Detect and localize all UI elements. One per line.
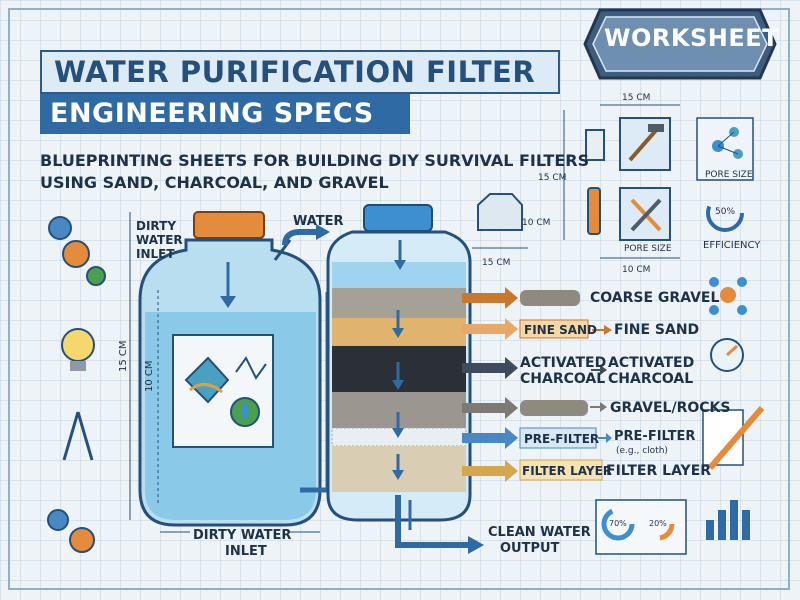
- cap-dim-bottom: 15 CM: [482, 258, 511, 268]
- dirty-water-jug: [129, 211, 331, 527]
- title-line-1: WATER PURIFICATION FILTER: [40, 50, 560, 94]
- layer-prefilter-left: PRE-FILTER: [524, 432, 600, 446]
- spec-side-dim: 15 CM: [538, 173, 567, 183]
- worksheet-badge-shape: [583, 8, 777, 80]
- jug-dim-10: 10 CM: [144, 360, 155, 392]
- spec-pore-size-2: PORE SIZE: [705, 170, 753, 180]
- layer-arrows: [462, 287, 612, 482]
- worksheet-badge: WORKSHEET: [604, 24, 779, 52]
- gauge-b-value: 20%: [649, 519, 667, 528]
- layer-fine-sand: FINE SAND: [614, 322, 700, 338]
- spec-icons: [563, 104, 754, 259]
- layer-coarse-gravel: COARSE GRAVEL: [590, 290, 720, 306]
- clean-water-l1: CLEAN WATER: [488, 525, 591, 540]
- spec-bottom-dim: 10 CM: [622, 265, 651, 275]
- jug-outlet-l2: INLET: [225, 544, 267, 559]
- jug-outlet-l1: DIRTY WATER: [193, 528, 292, 543]
- spec-pore-size-1: PORE SIZE: [624, 244, 672, 254]
- layer-filter: FILTER LAYER: [606, 463, 712, 479]
- blueprint-frame: [8, 8, 790, 590]
- clean-water-l2: OUTPUT: [500, 541, 560, 556]
- left-icons: [47, 216, 106, 553]
- filter-cap-sketch: [472, 193, 528, 249]
- layer-charcoal-left-1: ACTIVATED: [520, 355, 607, 371]
- subtitle-line-1: BLUEPRINTING SHEETS FOR BUILDING DIY SUR…: [40, 151, 590, 170]
- layer-charcoal-right-1: ACTIVATED: [608, 355, 695, 371]
- layer-charcoal-left-2: CHARCOAL: [520, 371, 606, 387]
- spec-top-dim: 15 CM: [622, 93, 651, 103]
- subtitle-line-2: USING SAND, CHARCOAL, AND GRAVEL: [40, 173, 389, 192]
- gauge-a-value: 70%: [609, 519, 627, 528]
- layer-fine-sand-left: FINE SAND: [524, 323, 598, 337]
- jug-inlet-l3: INLET: [136, 247, 175, 261]
- layer-charcoal-right-2: CHARCOAL: [608, 371, 694, 387]
- title-line-2: ENGINEERING SPECS: [40, 94, 410, 134]
- layer-filter-left: FILTER LAYER: [522, 464, 613, 478]
- efficiency-label: EFFICIENCY: [703, 240, 761, 251]
- right-icons: [595, 277, 765, 555]
- jug-inlet-l2: WATER: [136, 233, 183, 247]
- filter-cylinder: [326, 204, 484, 554]
- layer-prefilter: PRE-FILTER: [614, 429, 696, 444]
- layer-prefilter-note: (e.g., cloth): [616, 446, 668, 456]
- jug-inlet-l1: DIRTY: [136, 219, 177, 233]
- efficiency-value: 50%: [715, 207, 736, 217]
- water-label: WATER: [293, 214, 344, 229]
- layer-gravel-rocks: GRAVEL/ROCKS: [610, 400, 731, 416]
- jug-dim-15: 15 CM: [118, 340, 129, 372]
- cap-dim: 10 CM: [522, 218, 551, 228]
